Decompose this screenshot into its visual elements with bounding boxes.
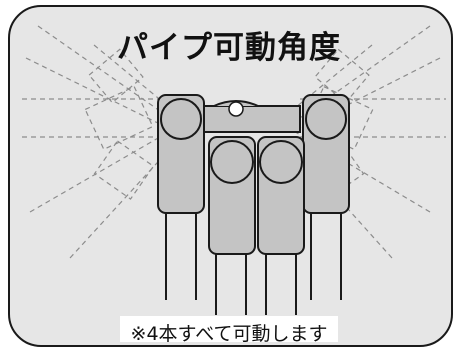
diagram-title: パイプ可動角度 <box>117 30 341 66</box>
diagram-caption: ※4本すべて可動します <box>130 323 328 345</box>
pipe-clamp-inner-right <box>257 136 305 315</box>
pipe-clamp-outer-right <box>302 94 350 300</box>
pipe-clamp-inner-left <box>208 136 256 315</box>
caption-backdrop <box>120 316 338 342</box>
pipe-clamp-outer-left <box>157 94 205 300</box>
